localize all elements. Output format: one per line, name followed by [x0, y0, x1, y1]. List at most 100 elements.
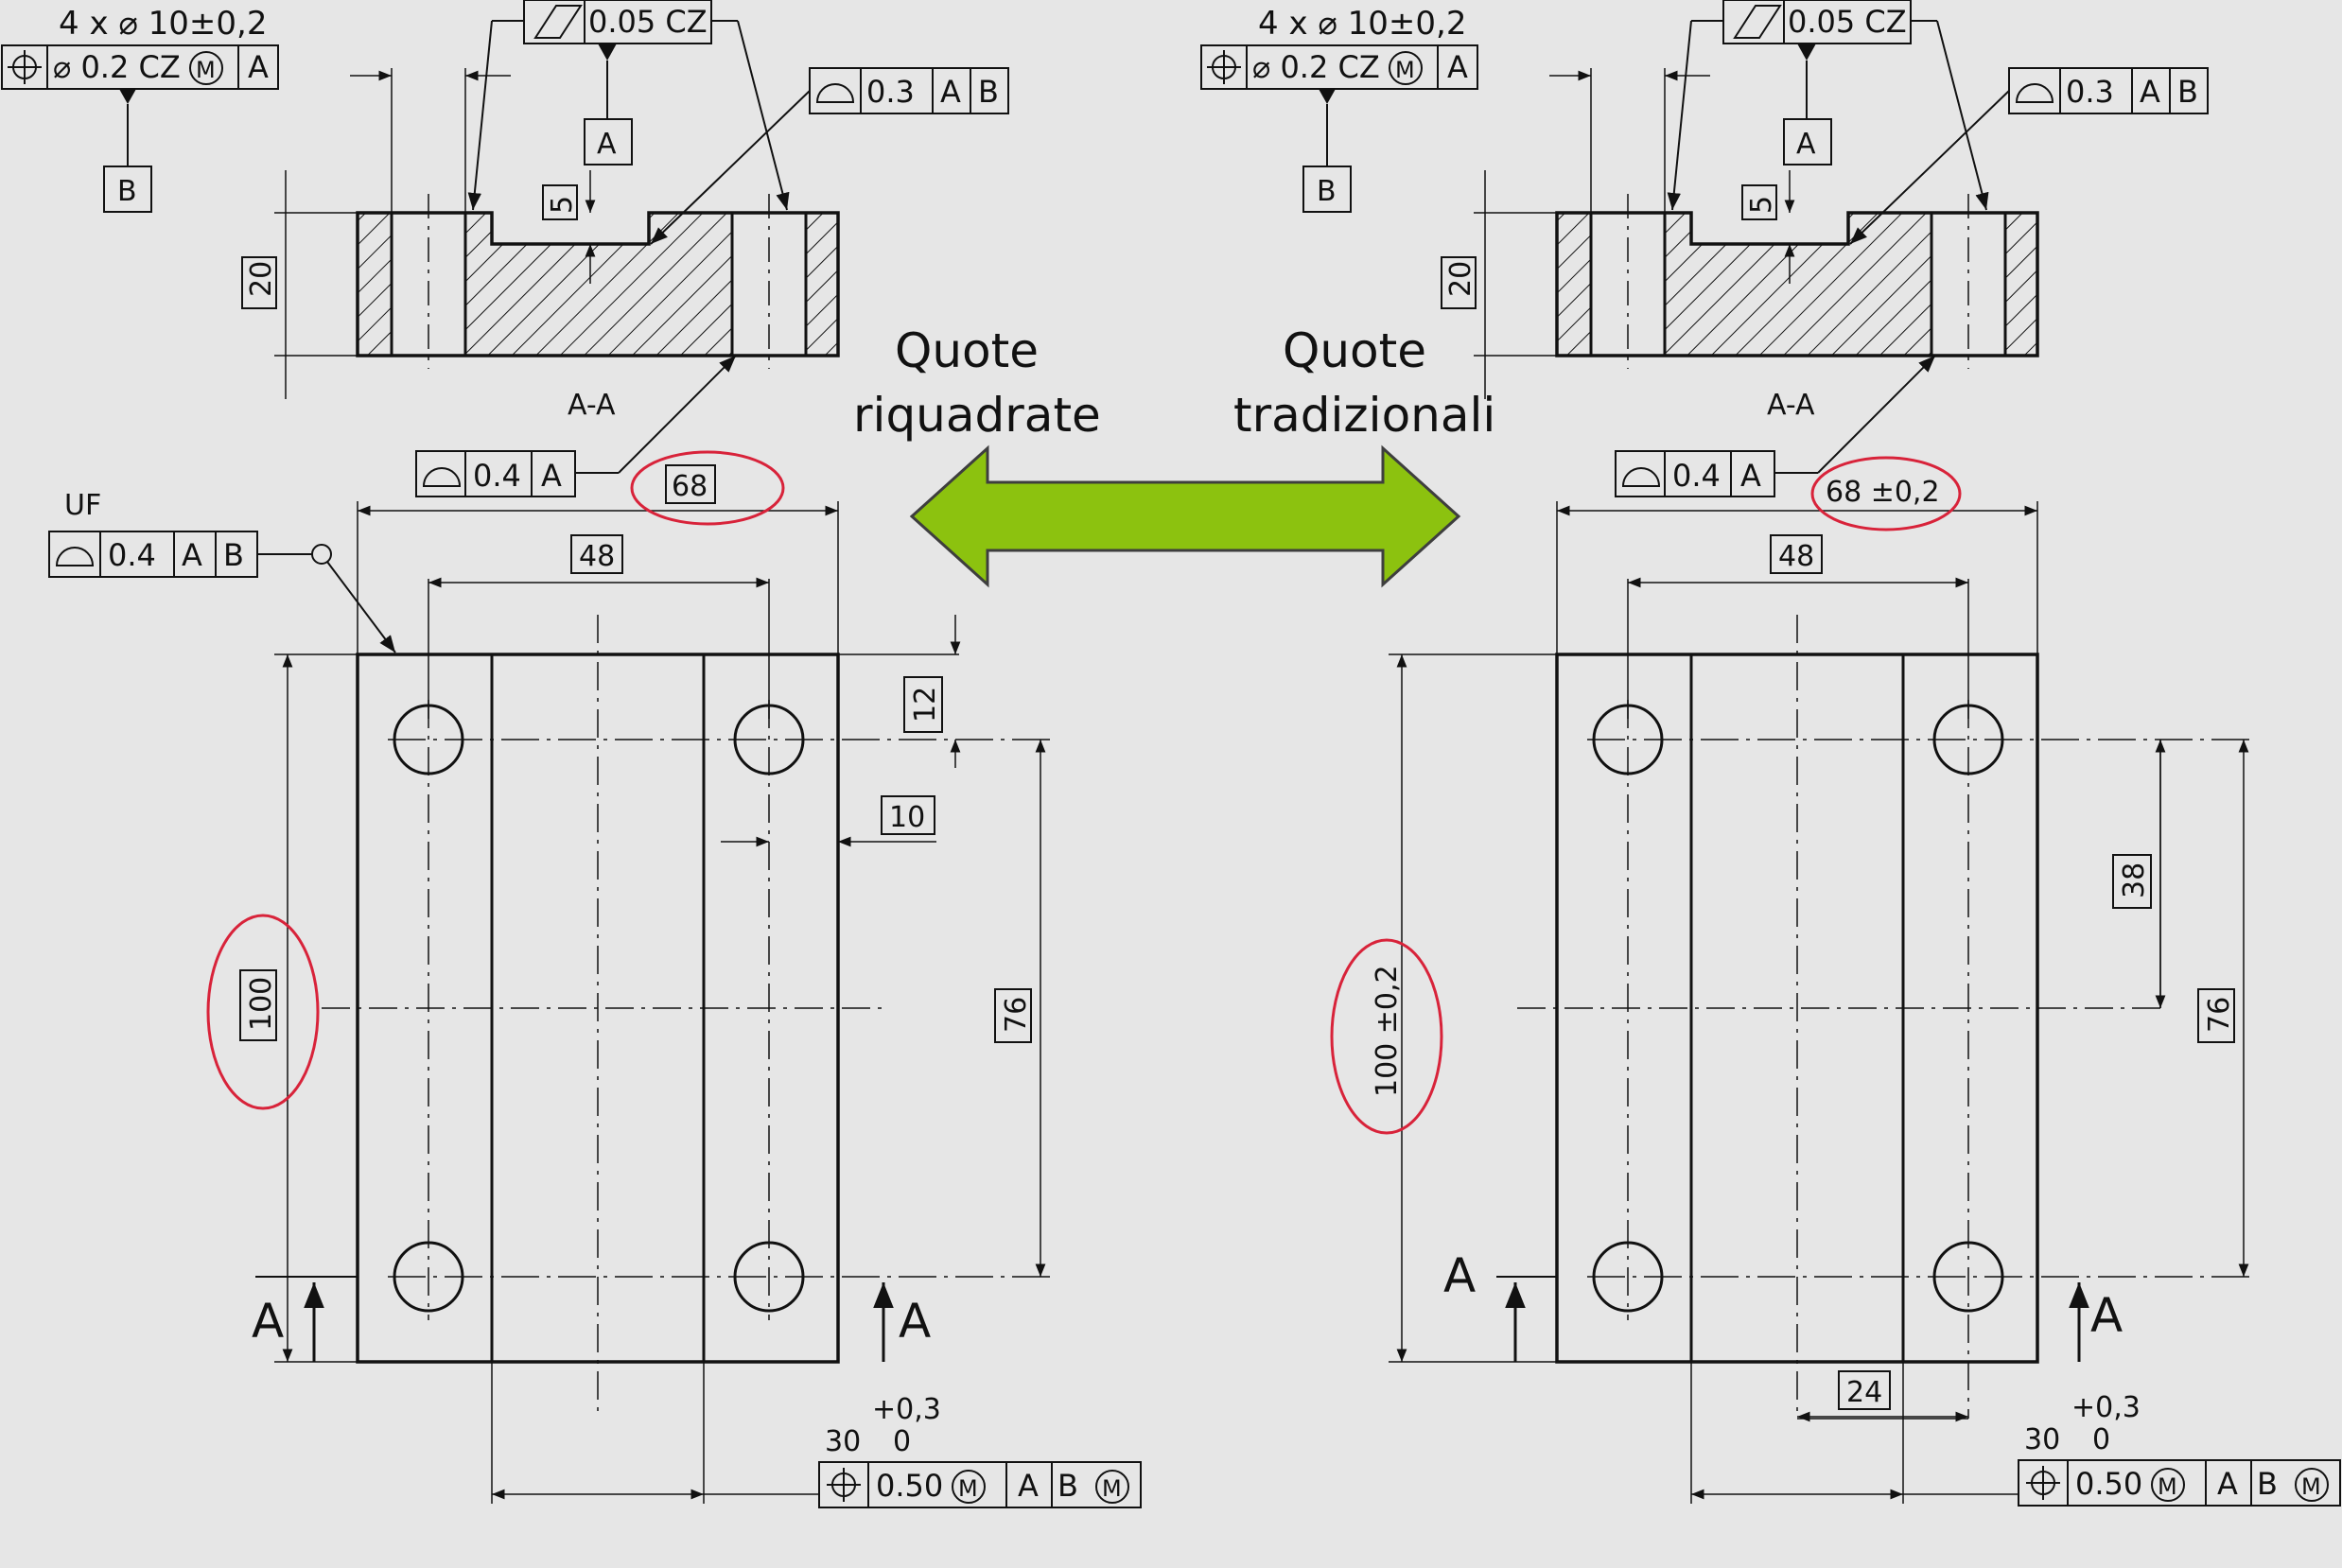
left-section-mark-left: A	[252, 1282, 324, 1362]
left-slot-tol-upper: +0,3	[872, 1393, 941, 1426]
left-profile-bottom-frame: 0.4 A	[415, 450, 576, 497]
right-section-label: A-A	[1767, 389, 1815, 422]
svg-text:B: B	[1317, 175, 1337, 208]
svg-text:M: M	[1102, 1475, 1122, 1502]
svg-text:B: B	[2257, 1466, 2278, 1502]
left-highlight-68	[630, 450, 785, 526]
svg-text:B: B	[2177, 74, 2198, 110]
svg-text:A: A	[1740, 458, 1761, 494]
left-section-view: 20 5 A-A	[241, 68, 840, 422]
svg-text:A: A	[541, 458, 562, 494]
svg-text:A: A	[2090, 1288, 2123, 1343]
right-dim-48: 48	[1770, 534, 1823, 574]
svg-text:100: 100	[245, 977, 278, 1031]
profile-surface-icon	[1621, 467, 1661, 487]
svg-text:20: 20	[1444, 261, 1477, 297]
right-highlight-100	[1330, 938, 1443, 1135]
left-dim-12: 12	[903, 676, 943, 733]
svg-text:A: A	[2217, 1466, 2238, 1502]
right-title-line2: tradizionali	[1233, 388, 1495, 443]
svg-text:76: 76	[1000, 997, 1033, 1033]
svg-text:A: A	[252, 1294, 284, 1349]
right-flatness-frame: 0.05 CZ	[1722, 0, 1912, 61]
svg-text:0.4: 0.4	[1672, 458, 1721, 494]
left-datum-a-box: A	[584, 118, 633, 166]
right-dim-76: 76	[2197, 988, 2236, 1043]
right-highlight-68	[1810, 456, 1962, 531]
position-icon	[827, 1468, 861, 1502]
svg-text:M: M	[958, 1475, 978, 1502]
right-slot-tol-upper: +0,3	[2071, 1391, 2141, 1424]
svg-text:0.50: 0.50	[876, 1468, 943, 1504]
left-plan-view	[255, 615, 1050, 1419]
left-flatness-frame: 0.05 CZ	[523, 0, 712, 61]
svg-text:48: 48	[579, 540, 615, 573]
position-icon	[2026, 1466, 2060, 1500]
left-slot-nominal: 30	[825, 1425, 861, 1458]
right-datum-b-box: B	[1302, 166, 1352, 213]
right-title-line1: Quote	[1283, 323, 1426, 378]
right-dim-5: 5	[1741, 184, 1778, 220]
svg-text:20: 20	[245, 261, 278, 297]
right-dim-68: 68 ±0,2	[1826, 476, 1940, 509]
svg-text:5: 5	[1745, 196, 1778, 214]
svg-text:5: 5	[546, 196, 579, 214]
svg-text:0.3: 0.3	[866, 74, 915, 110]
svg-text:A: A	[597, 128, 617, 161]
right-dim-20: 20	[1441, 256, 1477, 309]
right-slot-tol-lower: 0	[2092, 1423, 2110, 1456]
right-section-mark-right: A	[2069, 1282, 2123, 1362]
svg-text:A: A	[1018, 1468, 1039, 1504]
right-drawing: 4 x ⌀ 10±0,2 ⌀ 0.2 CZ M A B 0.05 CZ	[1200, 0, 2341, 1507]
center-labels: Quote riquadrate Quote tradizionali	[853, 323, 1495, 588]
right-section-mark-left: A	[1443, 1248, 1557, 1362]
left-section-mark-right: A	[873, 1282, 931, 1362]
right-dim-100: 100 ±0,2	[1371, 965, 1404, 1097]
svg-text:38: 38	[2118, 862, 2151, 898]
profile-surface-icon	[55, 547, 95, 566]
svg-text:B: B	[1057, 1468, 1078, 1504]
position-icon	[1207, 50, 1241, 84]
right-slot-nominal: 30	[2024, 1423, 2060, 1456]
svg-text:B: B	[978, 74, 999, 110]
svg-text:⌀ 0.2 CZ: ⌀ 0.2 CZ	[1252, 49, 1380, 85]
left-slot-tol-lower: 0	[893, 1425, 911, 1458]
right-dim-38: 38	[2112, 854, 2152, 909]
svg-text:68: 68	[672, 470, 708, 503]
svg-text:0.4: 0.4	[108, 537, 156, 573]
svg-text:B: B	[117, 175, 137, 208]
left-uf-frame: 0.4 A B	[48, 531, 258, 578]
svg-text:M: M	[2158, 1473, 2177, 1500]
left-dim-20: 20	[241, 256, 278, 309]
right-slot-frame: 0.50 M A B M	[2018, 1459, 2341, 1507]
left-dim-48: 48	[570, 534, 623, 574]
left-pos-tolerance: ⌀ 0.2 CZ	[53, 49, 181, 85]
right-profile-top-frame: 0.3 A B	[2008, 67, 2209, 114]
svg-text:M: M	[196, 57, 216, 83]
svg-text:48: 48	[1778, 540, 1814, 573]
svg-text:B: B	[223, 537, 244, 573]
profile-surface-icon	[2015, 83, 2054, 103]
svg-text:A: A	[1443, 1248, 1476, 1303]
svg-text:A: A	[1796, 128, 1816, 161]
profile-surface-icon	[422, 467, 462, 487]
right-profile-bottom-frame: 0.4 A	[1615, 450, 1775, 497]
svg-text:0.05 CZ: 0.05 CZ	[1788, 4, 1907, 40]
right-position-frame: ⌀ 0.2 CZ M A	[1200, 44, 1478, 104]
left-dim-10: 10	[881, 795, 935, 835]
svg-text:A: A	[2140, 74, 2160, 110]
left-dim-76: 76	[994, 988, 1033, 1043]
profile-surface-icon	[815, 83, 855, 103]
left-title-line1: Quote	[895, 323, 1039, 378]
right-holes-note: 4 x ⌀ 10±0,2	[1258, 5, 1466, 43]
left-title-line2: riquadrate	[853, 388, 1101, 443]
svg-text:76: 76	[2203, 997, 2236, 1033]
position-icon	[8, 50, 42, 84]
svg-text:0.50: 0.50	[2075, 1466, 2142, 1502]
left-dim-68: 68	[665, 464, 716, 504]
left-datum-b-box: B	[103, 166, 152, 213]
right-plan-view	[1517, 615, 2249, 1419]
left-slot-frame: 0.50 M A B M	[818, 1461, 1142, 1508]
svg-text:0.05 CZ: 0.05 CZ	[588, 4, 708, 40]
